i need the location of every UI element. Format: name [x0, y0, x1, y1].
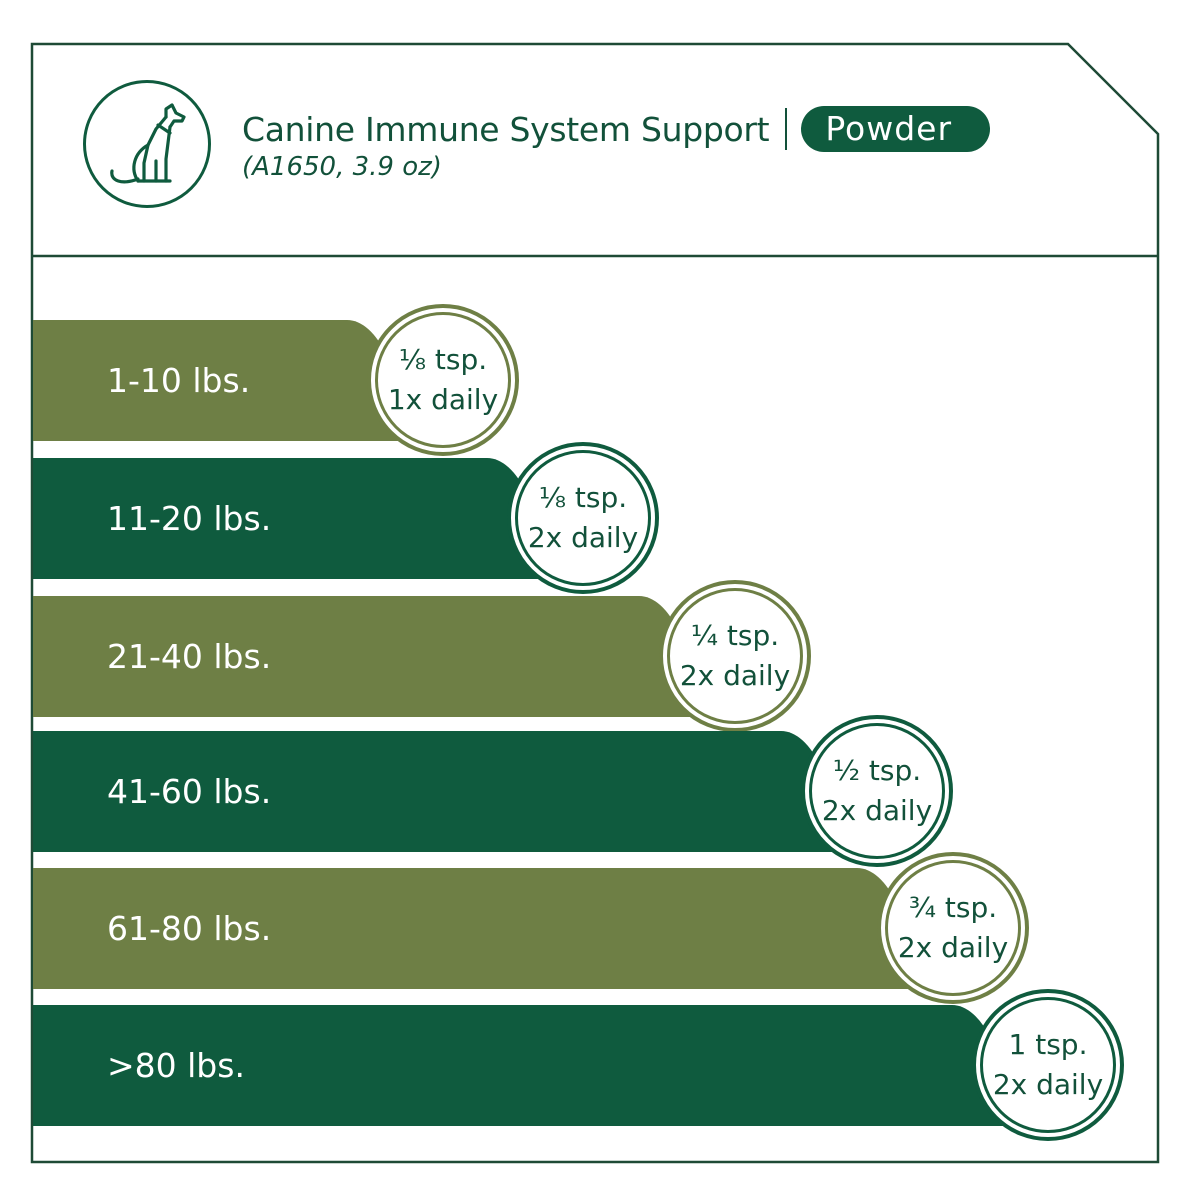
dosage-row-bar: [33, 458, 543, 579]
dose-frequency: 2x daily: [897, 931, 1009, 964]
dosage-row-bar: [33, 320, 403, 441]
dose-amount: 1 tsp.: [1008, 1028, 1088, 1061]
dose-badge: ⅛ tsp. 1x daily: [367, 304, 519, 456]
dosage-row-bar: [33, 868, 913, 989]
dosage-row-bar: [33, 731, 837, 852]
dose-amount: ½ tsp.: [832, 754, 922, 787]
dose-badge: ½ tsp. 2x daily: [801, 715, 953, 867]
weight-range-label: >80 lbs.: [107, 1046, 245, 1085]
product-title: Canine Immune System Support: [242, 109, 770, 149]
dose-badge: 1 tsp. 2x daily: [972, 989, 1124, 1141]
header-title-row: Canine Immune System Support Powder: [242, 106, 991, 152]
weight-range-label: 21-40 lbs.: [107, 637, 272, 676]
dosage-row-bar: [33, 1005, 1008, 1126]
weight-range-label: 1-10 lbs.: [107, 361, 251, 400]
dose-frequency: 2x daily: [992, 1068, 1104, 1101]
product-subtitle: (A1650, 3.9 oz): [242, 152, 442, 182]
dosage-row-bar: [33, 596, 695, 717]
dose-badge: ¼ tsp. 2x daily: [659, 580, 811, 732]
dose-amount: ⅛ tsp.: [538, 481, 628, 514]
dose-badge: ¾ tsp. 2x daily: [877, 852, 1029, 1004]
form-badge: Powder: [801, 106, 991, 152]
title-separator: [785, 108, 788, 150]
weight-range-label: 11-20 lbs.: [107, 499, 272, 538]
dose-amount: ¾ tsp.: [908, 891, 998, 924]
dose-badge: ⅛ tsp. 2x daily: [507, 442, 659, 594]
dose-frequency: 2x daily: [821, 794, 933, 827]
dose-amount: ¼ tsp.: [690, 619, 780, 652]
dose-frequency: 2x daily: [679, 659, 791, 692]
dose-frequency: 2x daily: [527, 521, 639, 554]
weight-range-label: 61-80 lbs.: [107, 909, 272, 948]
dose-frequency: 1x daily: [387, 383, 499, 416]
dog-sitting-icon: [83, 80, 211, 208]
weight-range-label: 41-60 lbs.: [107, 772, 272, 811]
dose-amount: ⅛ tsp.: [398, 343, 488, 376]
